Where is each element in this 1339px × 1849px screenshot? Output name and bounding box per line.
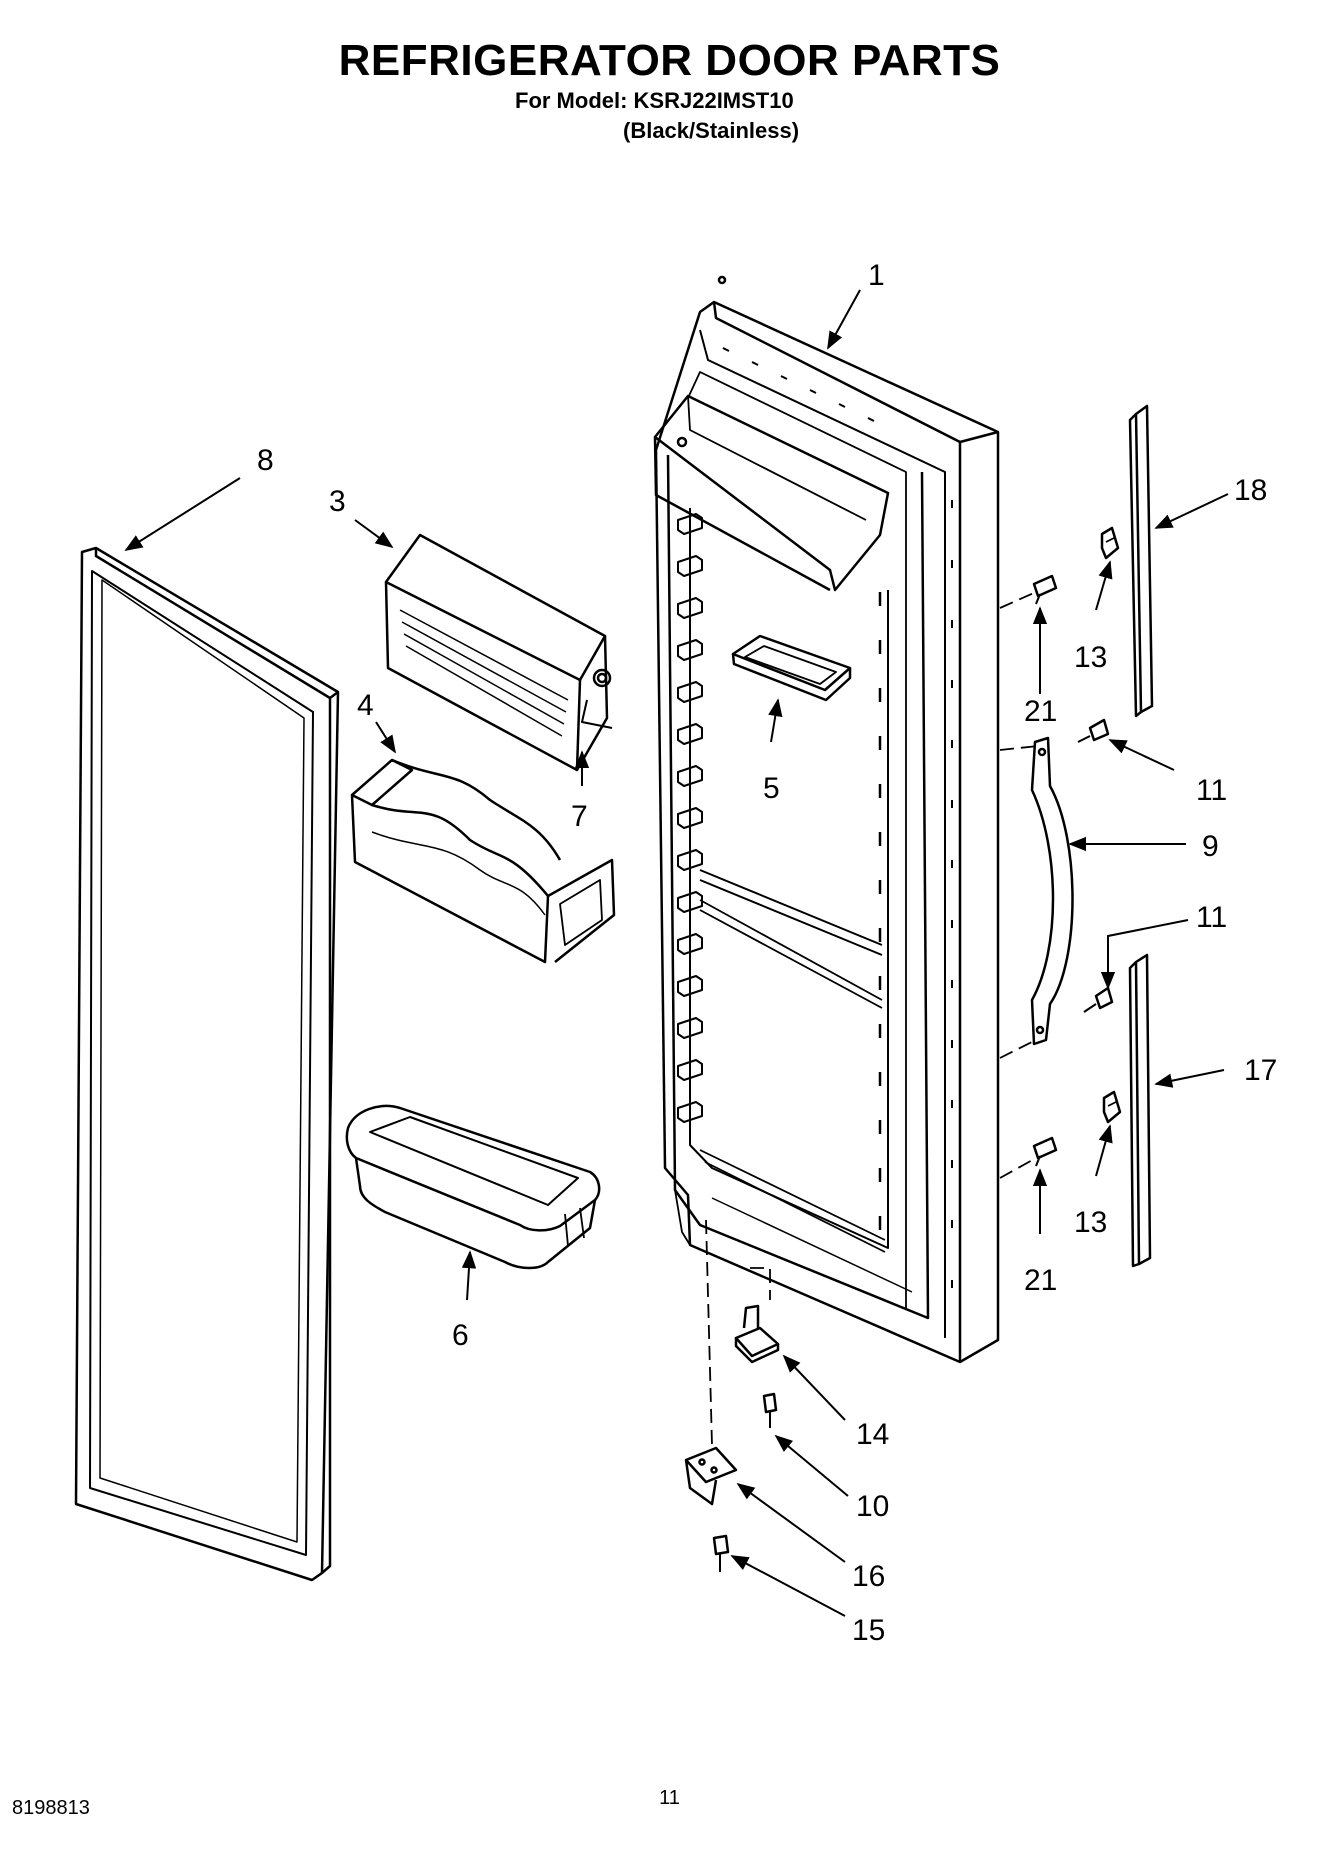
part-bottom-screw <box>712 1534 730 1572</box>
callout-16: 16 <box>852 1560 885 1593</box>
callout-13a: 13 <box>1074 641 1107 674</box>
leader-13b <box>1095 1124 1113 1177</box>
part-dispenser-bin <box>384 533 613 772</box>
part-egg-tray <box>731 634 852 702</box>
leader-11a <box>1108 739 1175 771</box>
leader-6 <box>461 1250 477 1301</box>
part-clip-upper <box>1100 526 1120 560</box>
leader-11b <box>1100 919 1189 990</box>
leader-17 <box>1154 1069 1225 1088</box>
leader-14 <box>782 1354 846 1421</box>
leader-5 <box>768 698 783 743</box>
model-variant: (Black/Stainless) <box>623 118 800 143</box>
leader-3 <box>354 519 394 549</box>
part-hinge-screw <box>762 1392 778 1428</box>
part-trim-strip-upper <box>1128 404 1154 718</box>
part-screw-lower <box>1032 1136 1058 1167</box>
callout-18: 18 <box>1234 474 1267 507</box>
callout-21a: 21 <box>1024 695 1057 728</box>
leader-13a <box>1095 560 1113 611</box>
callout-17: 17 <box>1244 1054 1277 1087</box>
callout-6: 6 <box>452 1319 469 1352</box>
callout-11a: 11 <box>1196 774 1227 807</box>
page-title: REFRIGERATOR DOOR PARTS <box>338 36 1001 85</box>
part-door-handle <box>1030 736 1074 1046</box>
leader-10 <box>774 1434 849 1497</box>
part-handle-screw-upper <box>1077 718 1110 743</box>
leader-4 <box>375 721 396 754</box>
page-number: 11 <box>659 1787 680 1809</box>
part-can-rack <box>350 758 616 964</box>
part-handle-screw-lower <box>1083 986 1114 1013</box>
leader-16 <box>736 1482 846 1563</box>
part-door-bin <box>345 1104 601 1270</box>
part-trim-strip-lower <box>1128 953 1152 1268</box>
callout-8: 8 <box>257 444 274 477</box>
leader-18 <box>1154 493 1229 529</box>
callout-15: 15 <box>852 1614 885 1647</box>
part-clip-lower <box>1102 1090 1122 1124</box>
callout-11b: 11 <box>1196 901 1227 934</box>
callout-14: 14 <box>856 1418 889 1451</box>
callout-5: 5 <box>763 772 780 805</box>
callout-13b: 13 <box>1074 1206 1107 1239</box>
callout-21b: 21 <box>1024 1264 1057 1297</box>
part-door-assembly <box>653 275 1000 1364</box>
part-hinge-pin <box>734 1304 780 1364</box>
callout-4: 4 <box>357 689 374 722</box>
callout-7: 7 <box>571 800 588 833</box>
leader-1 <box>827 289 861 350</box>
document-number: 8198813 <box>12 1797 90 1819</box>
leader-8 <box>124 477 241 551</box>
leader-15 <box>730 1555 846 1617</box>
part-hinge-bracket <box>684 1446 738 1506</box>
callout-1: 1 <box>868 259 885 292</box>
part-door-gasket <box>74 546 340 1582</box>
model-number: For Model: KSRJ22IMST10 <box>515 88 794 113</box>
part-screw-upper <box>1032 574 1058 605</box>
callout-10: 10 <box>856 1490 889 1523</box>
callout-3: 3 <box>329 485 346 518</box>
callout-9: 9 <box>1202 830 1219 863</box>
